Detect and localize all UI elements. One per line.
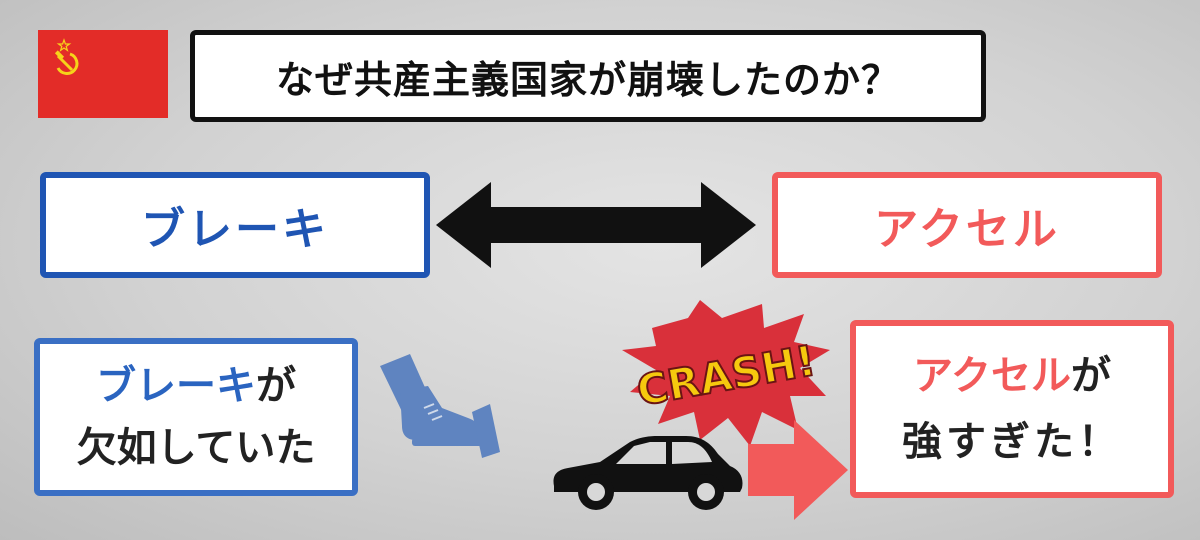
accel-highlight: アクセル [913, 353, 1071, 399]
double-headed-arrow-icon [436, 182, 756, 268]
brake-label: ブレーキ [141, 204, 329, 255]
accel-suffix: が [1071, 353, 1111, 399]
brake-highlight: ブレーキ [96, 363, 256, 409]
hammer-sickle-icon [54, 38, 79, 76]
brake-lacking-box: ブレーキが 欠如していた [34, 338, 358, 496]
accel-strong-line1: アクセルが [913, 343, 1111, 409]
page-title: なぜ共産主義国家が崩壊したのか？ [190, 30, 986, 122]
title-text: なぜ共産主義国家が崩壊したのか？ [275, 57, 900, 102]
brake-suffix: が [256, 363, 296, 409]
accel-too-strong-box: アクセルが 強すぎた！ [850, 320, 1174, 498]
brake-box: ブレーキ [40, 172, 430, 278]
right-arrow-icon [748, 420, 848, 520]
crash-burst-icon: CRASH! [622, 300, 830, 446]
brake-lacking-line1: ブレーキが [96, 355, 296, 417]
soviet-flag-icon [38, 30, 168, 118]
accel-strong-line2: 強すぎた！ [902, 419, 1122, 465]
accel-label: アクセル [874, 204, 1060, 255]
accel-box: アクセル [772, 172, 1162, 278]
foot-on-pedal-icon [380, 354, 500, 458]
car-icon [553, 436, 743, 510]
brake-lacking-line2: 欠如していた [76, 425, 316, 471]
